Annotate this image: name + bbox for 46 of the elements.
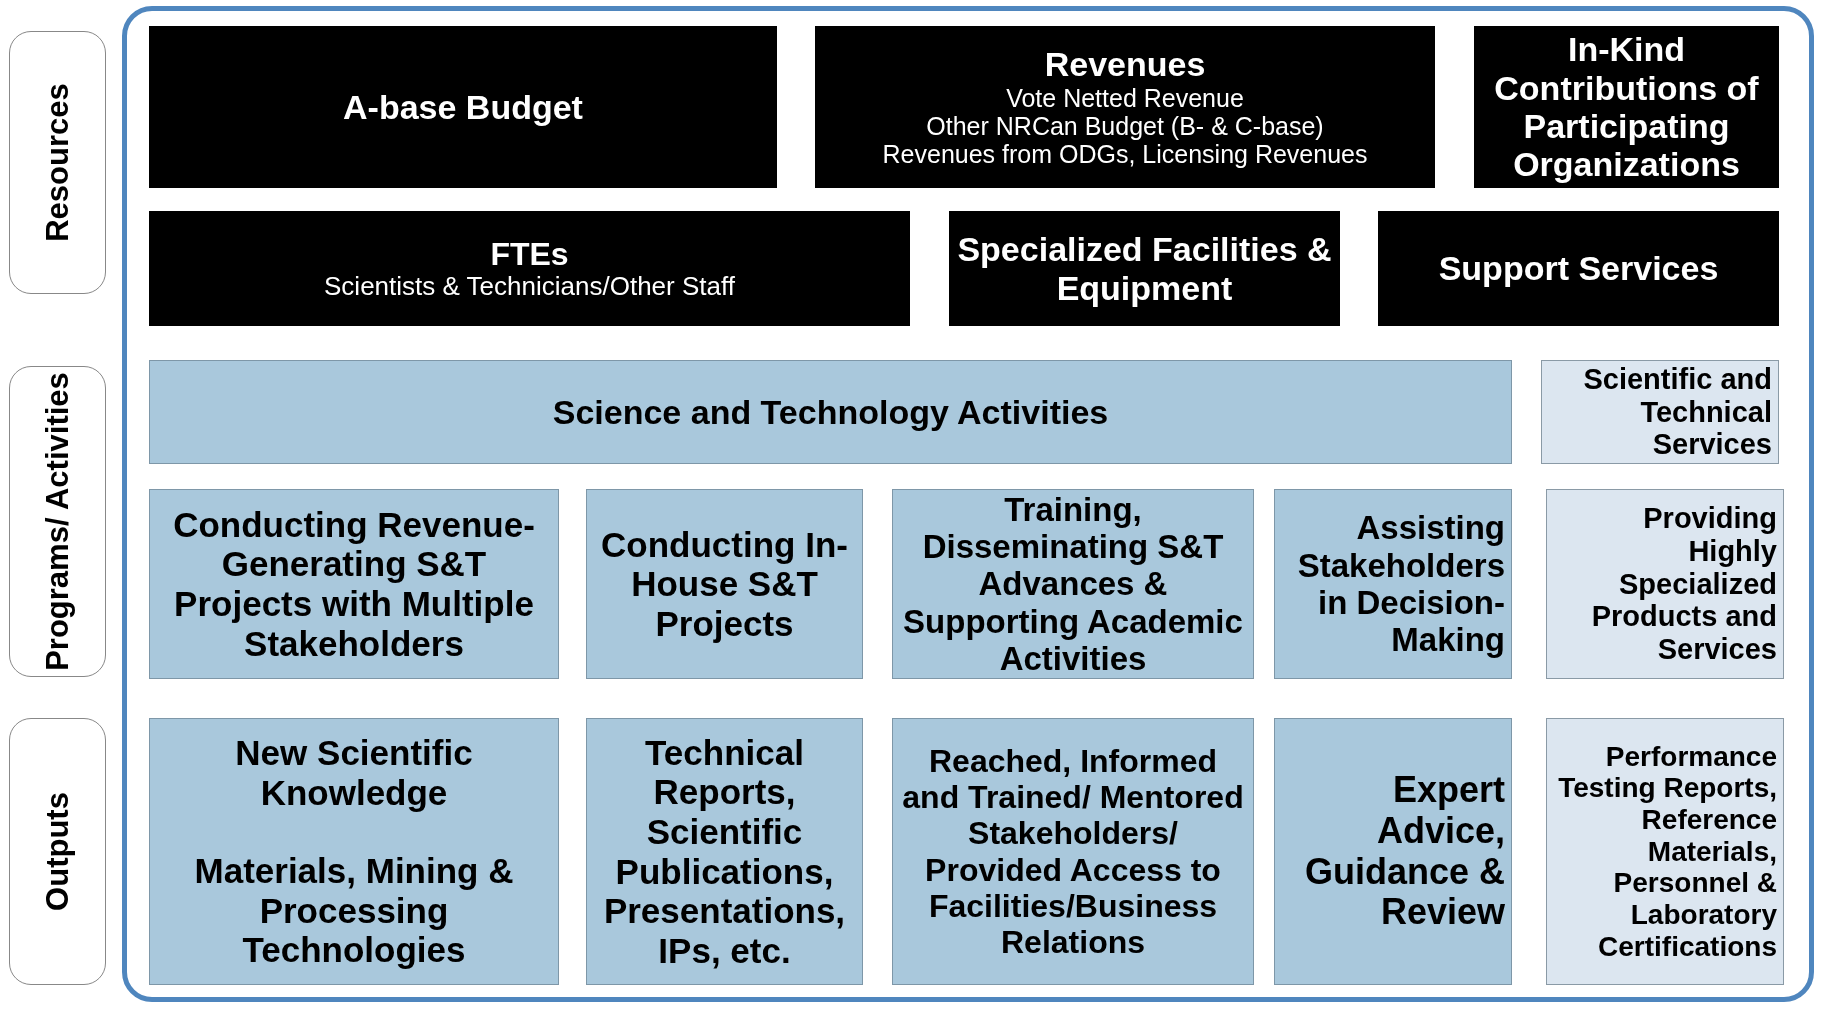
resource-box: [1378, 211, 1779, 326]
activity-box: [149, 718, 559, 985]
box-detail: Revenues from ODGs, Licensing Revenues: [881, 140, 1369, 169]
service-box: [1541, 360, 1779, 464]
box-heading: Specialized Facilities & Equipment: [956, 230, 1333, 307]
box-heading: Reached, Informed and Trained/ Mentored Stakeholders/ Provided Access to Facilities/Business Relations: [901, 743, 1245, 960]
box-detail: Scientists & Technicians/Other Staff: [323, 271, 736, 302]
box-heading: Technical Reports, Scientific Publications, Presentations, IPs, etc.: [602, 732, 847, 971]
box-heading: Revenues: [1043, 45, 1207, 84]
row-label-text: Resources: [42, 83, 73, 242]
row-label: [9, 718, 106, 985]
resource-box: [949, 211, 1340, 326]
resource-box: [815, 26, 1435, 188]
box-detail: Vote Netted Revenue: [1005, 83, 1245, 113]
service-box: [1546, 489, 1784, 679]
box-detail: Other NRCan Budget (B- & C-base): [925, 112, 1325, 141]
activity-box: [1274, 718, 1512, 985]
box-heading: Support Services: [1437, 249, 1720, 288]
box-heading: Training, Disseminating S&T Advances & Supporting Academic Activities: [902, 490, 1244, 678]
activity-box: [586, 718, 863, 985]
box-heading: Performance Testing Reports, Reference Materials, Personnel & Laboratory Certifications: [1557, 740, 1777, 963]
box-heading: Science and Technology Activities: [551, 392, 1110, 432]
resource-box: [1474, 26, 1779, 188]
row-label-text: Outputs: [42, 792, 73, 911]
box-heading: Providing Highly Specialized Products and Services: [1590, 502, 1777, 666]
box-heading: FTEs: [489, 235, 570, 272]
row-label-text: Programs/ Activities: [42, 372, 73, 671]
resource-box: [149, 26, 777, 188]
activity-box: [1274, 489, 1512, 679]
row-label: [9, 366, 106, 677]
box-heading: In-Kind Contributions of Participating Organizations: [1493, 30, 1760, 184]
activity-box: [586, 489, 863, 679]
box-heading: A-base Budget: [342, 87, 584, 127]
activity-box: [892, 718, 1254, 985]
box-detail: Materials, Mining & Processing Technologies: [193, 850, 515, 970]
box-heading: Scientific and Technical Services: [1582, 362, 1772, 462]
activity-box: [149, 360, 1512, 464]
activity-box: [149, 489, 559, 679]
resource-box: [149, 211, 910, 326]
box-heading: Expert Advice, Guidance & Review: [1303, 770, 1505, 933]
box-heading: Assisting Stakeholders in Decision-Making: [1296, 509, 1505, 659]
box-heading: Conducting In-House S&T Projects: [600, 524, 849, 644]
service-box: [1546, 718, 1784, 985]
box-heading: New Scientific Knowledge: [234, 733, 474, 813]
box-heading: Conducting Revenue-Generating S&T Projects with Multiple Stakeholders: [172, 504, 536, 664]
row-label: [9, 31, 106, 294]
